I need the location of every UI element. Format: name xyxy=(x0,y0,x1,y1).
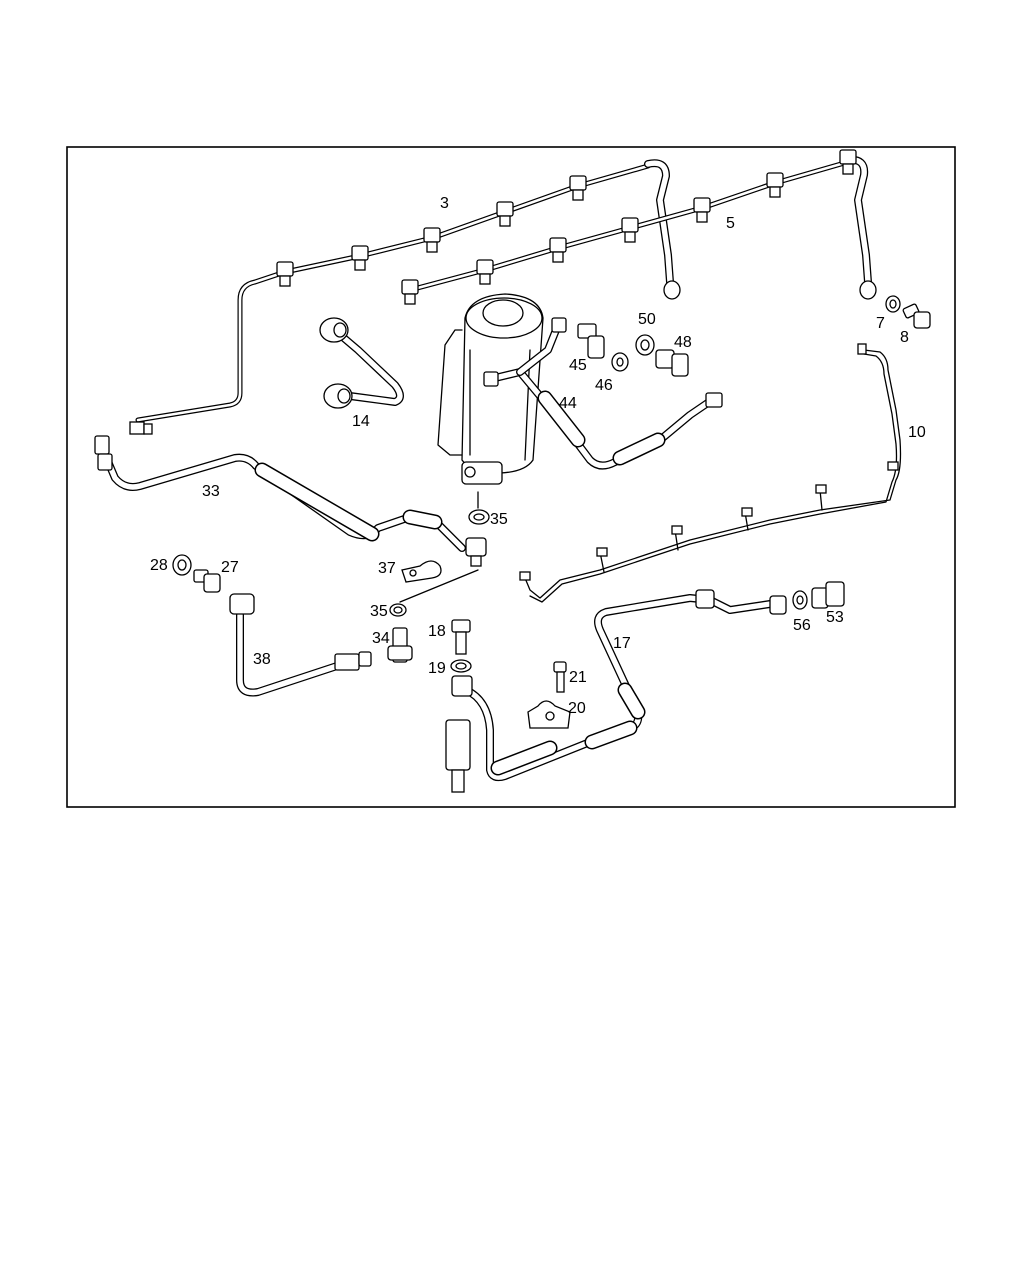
screw-21 xyxy=(553,661,567,693)
filter-outlet-hose xyxy=(483,317,723,470)
sealing-ring-56 xyxy=(792,590,808,610)
callout-7: 7 xyxy=(876,315,885,332)
diagram-frame xyxy=(66,146,956,808)
sealing-ring-7 xyxy=(885,295,901,313)
sealing-ring-35-lower xyxy=(389,603,407,617)
callout-labels: 3 5 7 8 10 14 17 18 19 20 21 27 28 33 34… xyxy=(150,195,926,717)
feed-hose-long xyxy=(94,435,487,567)
sealing-ring-28 xyxy=(172,554,192,576)
callout-44: 44 xyxy=(559,395,577,412)
callout-28: 28 xyxy=(150,557,168,574)
banjo-bolt-27 xyxy=(193,569,221,593)
callout-21: 21 xyxy=(569,669,587,686)
callout-34: 34 xyxy=(372,630,390,647)
callout-17: 17 xyxy=(613,635,631,652)
callout-45: 45 xyxy=(569,357,587,374)
clamp-37 xyxy=(401,560,442,583)
callout-27: 27 xyxy=(221,559,239,576)
fuel-line-lower-right xyxy=(445,589,787,793)
callout-5: 5 xyxy=(726,215,735,232)
callout-19: 19 xyxy=(428,660,446,677)
return-hose-lower xyxy=(229,593,372,697)
callout-48: 48 xyxy=(674,334,692,351)
clamp-20 xyxy=(527,700,571,729)
hollow-screw-18 xyxy=(451,619,471,655)
banjo-bolt-8 xyxy=(902,303,931,329)
bent-return-line xyxy=(319,317,404,409)
callout-3: 3 xyxy=(440,195,449,212)
injector-line-rail-upper xyxy=(129,159,681,435)
sealing-ring-46 xyxy=(611,352,629,372)
callout-53: 53 xyxy=(826,609,844,626)
callout-37: 37 xyxy=(378,560,396,577)
threaded-union-48 xyxy=(655,349,689,377)
callout-14: 14 xyxy=(352,413,370,430)
callout-8: 8 xyxy=(900,329,909,346)
callout-10: 10 xyxy=(908,424,926,441)
callout-33: 33 xyxy=(202,483,220,500)
hollow-screw-45 xyxy=(577,323,605,359)
callout-35-lower: 35 xyxy=(370,603,388,620)
callout-35-upper: 35 xyxy=(490,511,508,528)
injector-fitting-group-upper xyxy=(276,175,587,287)
callout-18: 18 xyxy=(428,623,446,640)
sealing-ring-35-upper xyxy=(468,509,490,525)
callout-50: 50 xyxy=(638,311,656,328)
callout-56: 56 xyxy=(793,617,811,634)
injector-fitting-group-lower xyxy=(401,149,857,305)
leak-off-line xyxy=(519,343,902,603)
callout-38: 38 xyxy=(253,651,271,668)
sealing-ring-19 xyxy=(450,659,472,673)
fuel-filter-housing xyxy=(437,293,544,485)
threaded-union-53 xyxy=(811,581,845,609)
callout-20: 20 xyxy=(568,700,586,717)
hollow-screw-34 xyxy=(387,627,413,663)
callout-46: 46 xyxy=(595,377,613,394)
injector-line-rail-lower xyxy=(401,149,877,305)
sealing-ring-50 xyxy=(635,334,655,356)
